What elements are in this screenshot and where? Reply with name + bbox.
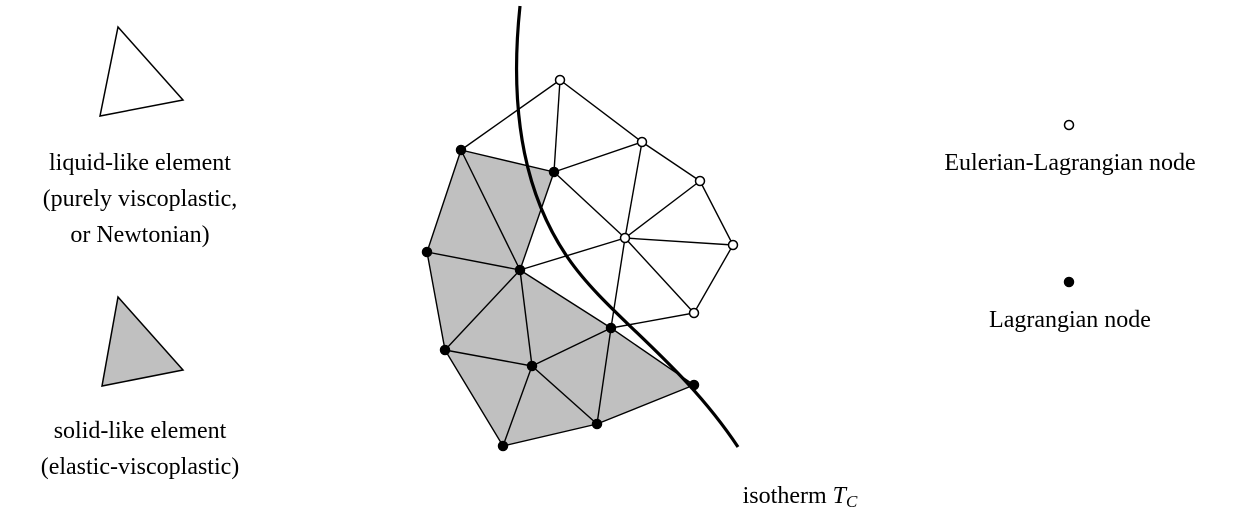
eulerian-nodes — [554, 74, 739, 319]
lagrangian-node — [439, 344, 451, 356]
liquid-label-line: or Newtonian) — [70, 222, 210, 248]
eulerian-node-label: Eulerian-Lagrangian node — [900, 145, 1237, 181]
liquid-label-line: liquid-like element — [49, 150, 231, 176]
lagrangian-node-label: Lagrangian node — [900, 302, 1237, 338]
isotherm-prefix: isotherm — [742, 483, 827, 509]
isotherm-subscript: C — [846, 492, 858, 511]
solid-label-line: solid-like element — [53, 418, 227, 444]
lagrangian-node — [497, 440, 509, 452]
lagrangian-node — [605, 322, 617, 334]
lagrangian-node — [548, 166, 560, 178]
lagrangian-node — [455, 144, 467, 156]
eulerian-node — [554, 74, 566, 86]
eulerian-node-symbol — [1063, 119, 1075, 131]
lagrangian-node — [526, 360, 538, 372]
lagrangian-node — [514, 264, 526, 276]
lagrangian-nodes — [421, 144, 700, 452]
isotherm-symbol: T — [832, 483, 846, 509]
eulerian-node — [727, 239, 739, 251]
lagrangian-node-label-text: Lagrangian node — [989, 307, 1151, 333]
liquid-label-line: (purely viscoplastic, — [42, 186, 238, 212]
lagrangian-node — [591, 418, 603, 430]
lagrangian-node — [421, 246, 433, 258]
liquid-element-swatch — [99, 25, 185, 117]
eulerian-node-label-text: Eulerian-Lagrangian node — [944, 150, 1196, 176]
liquid-element-label: liquid-like element (purely viscoplastic… — [0, 145, 280, 253]
solid-element-label: solid-like element (elastic-viscoplastic… — [0, 413, 280, 485]
solid-element-swatch — [101, 295, 185, 387]
eulerian-node — [636, 136, 648, 148]
isotherm-curve — [514, 5, 740, 448]
solid-label-line: (elastic-viscoplastic) — [40, 454, 240, 480]
eulerian-node — [619, 232, 631, 244]
lagrangian-node-symbol — [1063, 276, 1075, 288]
eulerian-node — [694, 175, 706, 187]
isotherm-label: isotherm TC — [690, 478, 910, 520]
eulerian-node — [688, 307, 700, 319]
lagrangian-node — [688, 379, 700, 391]
